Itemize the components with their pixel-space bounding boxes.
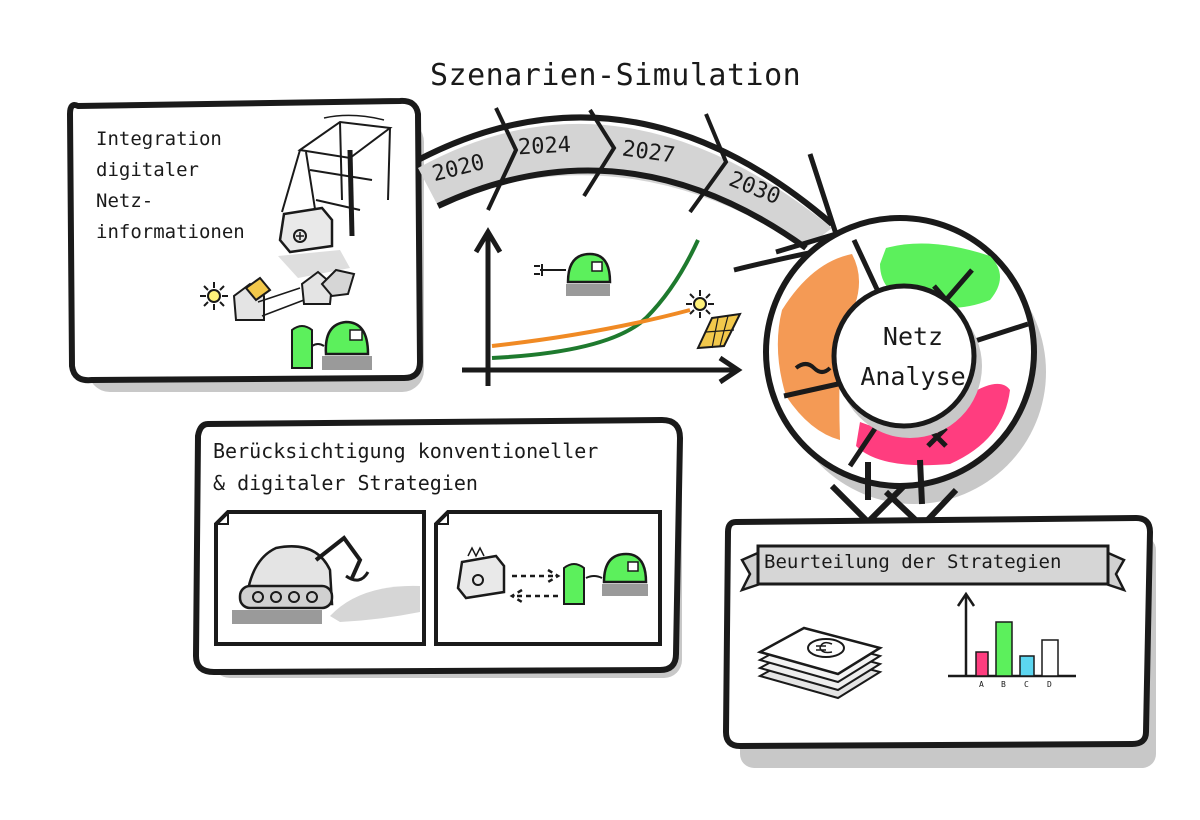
panel-data-integration [67,97,424,392]
bar-label: A [979,680,984,689]
center-line: Netz [882,322,944,351]
timeline-chevron [486,107,519,211]
sun-icon [686,290,714,318]
timeline-year-label: 2024 [517,132,572,161]
panel-frame [67,97,423,384]
bar-d [1041,639,1059,677]
electric-car-icon [585,552,648,596]
dashed-arrow-icon [512,568,561,584]
growth-chart [462,227,743,386]
bar-label: B [1001,680,1006,689]
bar-a [975,651,989,677]
title-line: & digitaler Strategien [213,471,478,495]
solar-panel-icon [696,312,742,350]
money-stack-icon [756,626,884,700]
dashed-arrow-icon [509,588,558,604]
bar-b [995,621,1013,677]
diagram-title: Szenarien-Simulation [430,58,802,93]
bar-label: C [1024,680,1029,689]
title-line: Integration [96,128,222,150]
tilde-icon [794,362,832,374]
panel-strategies-title: Berücksichtigung konventioneller & digit… [213,435,598,499]
transformer-icon [278,206,350,278]
card-conventional-strategy [214,510,426,646]
sun-icon [200,282,228,310]
title-line: digitaler [96,159,199,181]
timeline-arc [416,107,840,273]
houses-icon [232,268,356,321]
analysis-center-label: Netz Analyse [838,317,988,397]
analysis-wheel [763,215,1046,531]
panel-assessment-title: Beurteilung der Strategien [764,551,1062,573]
electric-car-icon [311,320,372,370]
mini-bar-chart-icon [948,591,1076,678]
power-pylon-icon [281,114,393,237]
title-banner [739,544,1127,593]
center-line: Analyse [860,362,966,391]
title-line: informationen [96,221,245,243]
excavator-icon [232,535,420,624]
pv-growth-curve [491,308,691,348]
title-line: Berücksichtigung konventioneller [213,439,599,463]
card-digital-strategy [434,510,662,646]
panel-assessment [723,515,1156,768]
charging-station-icon [563,563,585,605]
panel-data-integration-title: Integration digitaler Netz- informatione… [96,124,245,248]
timeline-chevron [688,113,729,214]
bar-c [1019,655,1035,677]
charging-station-icon [291,325,313,369]
timeline-chevron [582,108,617,198]
transformer-icon [456,546,506,600]
bar-label: D [1047,680,1052,689]
electric-car-icon [534,252,612,296]
title-line: Netz- [96,190,154,212]
panel-strategies [193,417,683,678]
